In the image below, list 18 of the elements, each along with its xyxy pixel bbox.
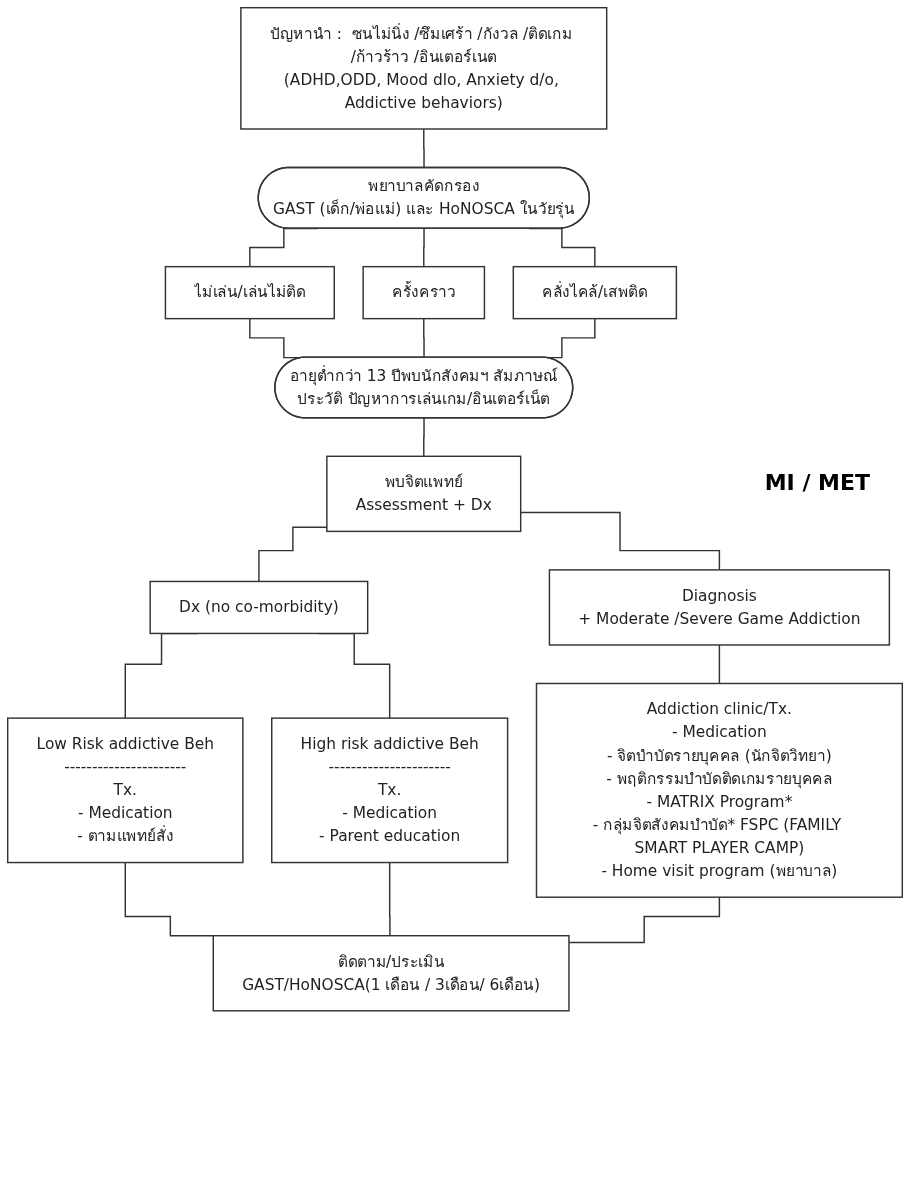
node-box: High risk addictive Beh ---------------------- Tx. - Medication - Parent education [271, 717, 509, 864]
connector [718, 644, 721, 685]
connector [423, 317, 425, 359]
node-box: พบจิตแพทย์ Assessment + Dx [326, 455, 522, 533]
connector [568, 896, 721, 944]
connector [423, 227, 425, 268]
connector [423, 417, 425, 458]
node-box: Low Risk addictive Beh ---------------------- Tx. - Medication - ตามแพทย์สั่ง [7, 717, 244, 864]
connector [423, 128, 425, 169]
node-box: Addiction clinic/Tx. - Medication - จิตบำบัดรายบุคคล (นักจิตวิทยา) - พฤติกรรมบำบัดติดเกมรายบุคคล - MATRIX Program* - กลุ่มจิตสังคมบำบัด* FSPC (FAMILY SMART PLAYER CAMP) - Home visit program (พยาบาล) [535, 682, 903, 898]
node-box: ติดตาม/ประเมิน GAST/HoNOSCA(1 เดือน / 3เดือน/ 6เดือน) [212, 935, 570, 1012]
node-box: คลั่งไคล้/เสพติด [512, 265, 678, 320]
connector [388, 861, 391, 937]
node-box: ปัญหานำ : ซนไม่นิ่ง /ซึมเศร้า /กังวล /ติดเกม /ก้าวร้าว /อินเตอร์เนต (ADHD,ODD, Mood dlo, Anxiety d/o, Addictive behaviors) [240, 7, 608, 130]
note-text: MI / MET [764, 470, 870, 495]
node-box: Dx (no co-morbidity) [149, 580, 369, 635]
node-box: Diagnosis + Moderate /Severe Game Addiction [548, 569, 891, 646]
node-box: ครั้งคราว [362, 265, 486, 320]
